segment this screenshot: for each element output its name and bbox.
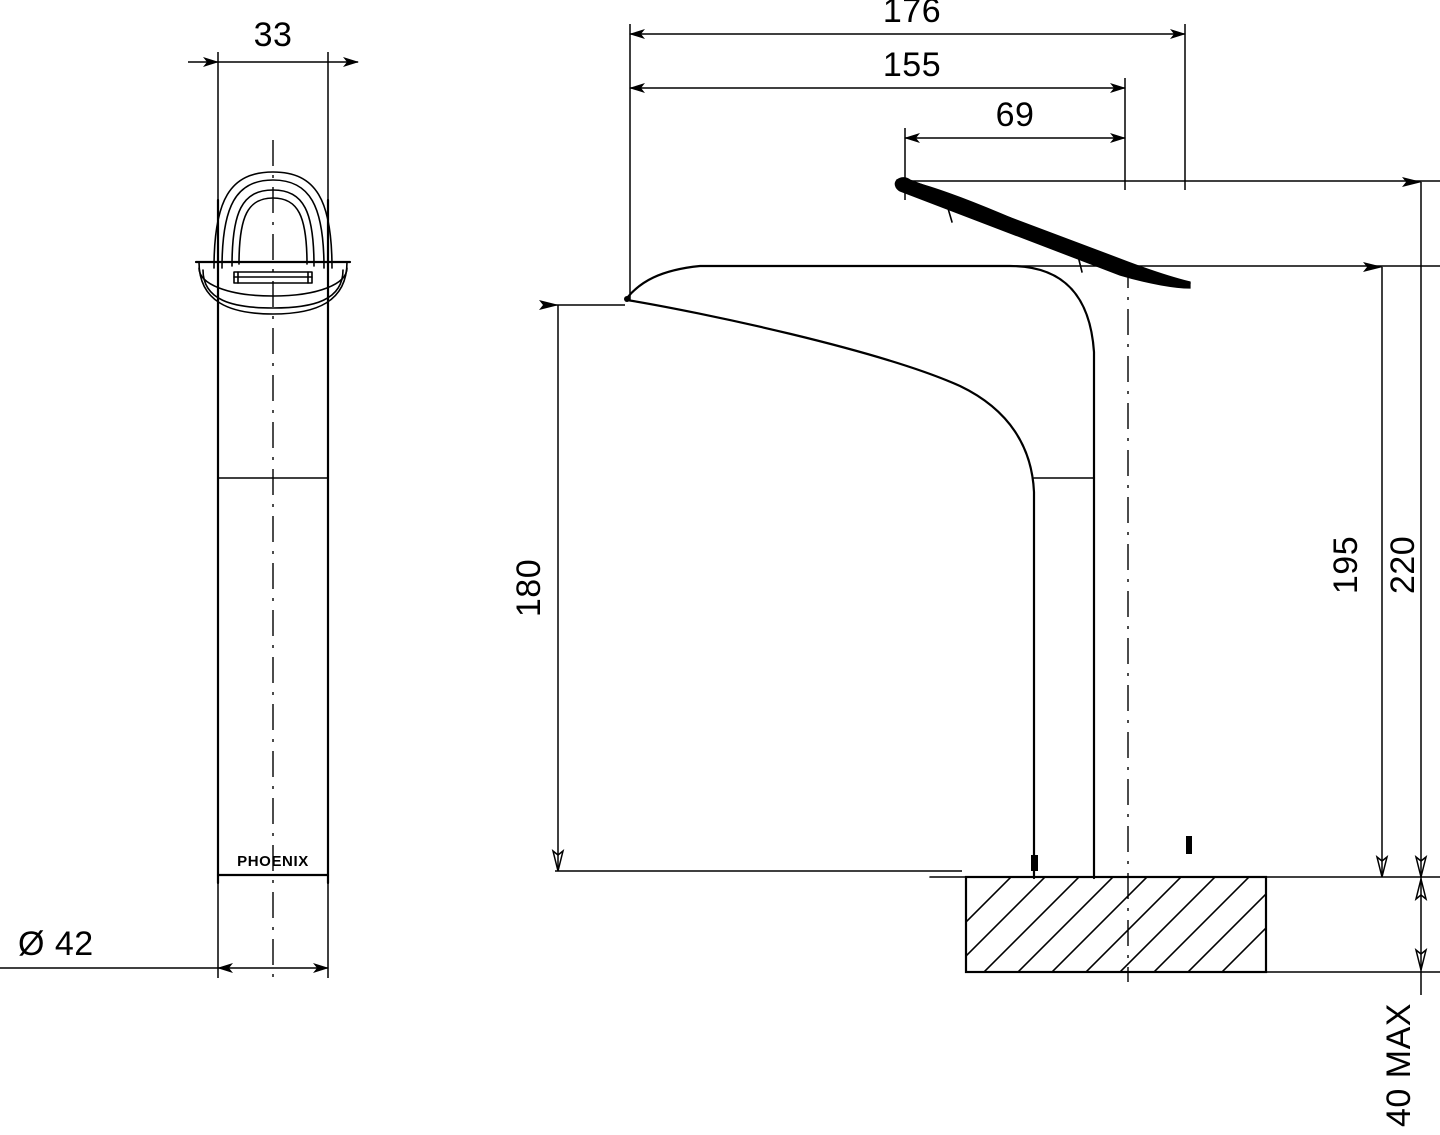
dimension-base-diameter-label: Ø 42 [18,925,94,963]
dimension-spout-reach: 155 [629,46,1126,190]
side-spout-bottom-profile [625,298,1036,880]
dimension-overall-height: 220 [1384,177,1428,878]
dimension-front-width: 33 [188,16,359,200]
dimension-front-width-label: 33 [254,16,293,54]
dimension-spout-reach-total-label: 176 [883,0,941,30]
side-bench-tick-right [1186,836,1192,854]
dimension-overall-height-label: 220 [1384,536,1422,594]
side-outlet-tip [624,296,630,302]
front-view-group: 33 [0,16,359,982]
dimension-handle-length: 69 [904,96,1126,200]
front-body-outline [216,198,330,877]
front-base-edges [216,873,330,885]
dimension-spout-reach-label: 155 [883,46,941,84]
dimension-body-height-label: 195 [1327,536,1365,594]
bench-section [964,875,1268,974]
side-view-group: 176 155 69 [510,0,1440,1127]
dimension-bench-thickness: 40 MAX [1380,877,1428,1127]
dimension-spout-height-label: 180 [510,559,548,617]
dimension-bench-thickness-label: 40 MAX [1380,1003,1418,1127]
dimension-spout-reach-total: 176 [629,0,1186,300]
dimension-spout-height: 180 [510,300,962,872]
dimension-handle-length-label: 69 [996,96,1035,134]
dimension-body-height: 195 [1327,262,1389,878]
side-bench-tick-left [1031,855,1038,871]
side-lever-handle [894,177,1191,289]
bench-hatching [966,877,1266,972]
dimension-base-diameter: Ø 42 [0,883,329,978]
